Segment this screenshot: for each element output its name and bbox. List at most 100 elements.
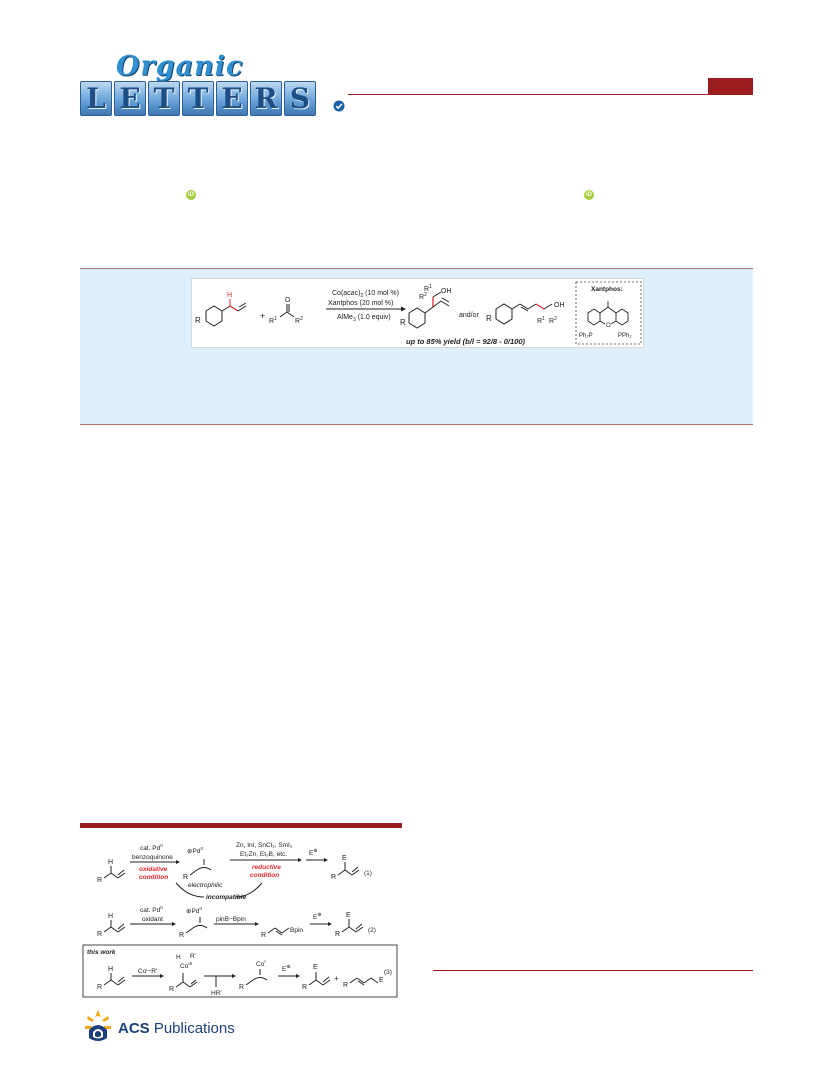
row2-electrophile: E⊕ <box>313 912 322 921</box>
linear-product-structure <box>495 303 553 325</box>
row3-arrow-2-head <box>232 974 236 978</box>
xantphos-ph2p: Ph₂P <box>579 333 593 339</box>
header-tab <box>708 78 753 94</box>
row3-plus: + <box>334 974 339 983</box>
row1-e: E <box>342 855 347 862</box>
row3-rprime: R' <box>190 953 196 960</box>
row3-hr: HR' <box>211 990 222 997</box>
acs-wordmark-bold: ACS <box>118 1020 150 1037</box>
row1-oxidative-label: oxidative <box>139 866 168 873</box>
toc-reagent-1: Co(acac)2 (10 mol %) <box>332 290 399 299</box>
logo-tile: E <box>216 81 248 116</box>
toc-r-label: R <box>486 314 492 323</box>
logo-tile: L <box>80 81 112 116</box>
toc-r1: R1 <box>537 316 545 325</box>
row3-r-2: R <box>169 986 174 993</box>
row2-reagent: pinB−Bpin <box>216 916 246 923</box>
row2-r-2: R <box>179 932 184 939</box>
row3-linear-product <box>349 977 379 986</box>
row1-h: H <box>108 859 113 866</box>
row1-incompatible-arrow-right <box>235 882 263 898</box>
row1-arrow-2-head <box>298 858 302 862</box>
row3-r-3: R <box>239 984 244 991</box>
header-rule <box>348 94 753 95</box>
figure-top-rule <box>80 823 402 828</box>
logo-tile: T <box>148 81 180 116</box>
row1-r: R <box>97 877 102 884</box>
xantphos-title: Xantphos: <box>591 286 623 293</box>
row1-eq: (1) <box>364 870 372 877</box>
row2-arrow-1-head <box>172 922 176 926</box>
figure-1-svg: H R cat. PdII benzoquinone oxidative con… <box>82 842 398 998</box>
row2-catalyst: cat. PdII <box>140 905 163 914</box>
row3-eq: (3) <box>384 969 392 976</box>
figure-1-scheme: H R cat. PdII benzoquinone oxidative con… <box>80 835 402 1000</box>
journal-logo: Organic L E T T E R S <box>80 51 332 120</box>
toc-reagent-3: AlMe3 (1.0 equiv) <box>337 314 391 323</box>
row2-arrow-2-head <box>255 922 259 926</box>
logo-tiles: L E T T E R S <box>80 81 316 116</box>
xantphos-box <box>575 281 642 345</box>
row1-electrophile: E⊕ <box>309 848 318 857</box>
logo-script: Organic <box>116 51 244 82</box>
acs-publications-logo-icon[interactable] <box>82 1008 114 1044</box>
row2-h: H <box>108 913 113 920</box>
row1-incompatible-arrow-left <box>175 882 205 898</box>
toc-oh: OH <box>441 288 452 295</box>
row1-reductants: Zn, InI, SnCl₂, SmI₂ <box>236 842 293 849</box>
row1-r-2: R <box>183 874 188 881</box>
row1-reductive-label: reductive <box>252 864 281 871</box>
ketone-structure <box>279 304 295 318</box>
logo-tile: R <box>250 81 282 116</box>
row3-electrophile: E⊕ <box>282 964 291 973</box>
row1-arrow-3-head <box>324 858 328 862</box>
toc-r-label: R <box>195 316 201 325</box>
acs-publications-wordmark[interactable]: ACS Publications <box>118 1020 235 1037</box>
row1-pd: ⊕PdII <box>187 846 203 855</box>
row1-r-3: R <box>331 874 336 881</box>
row1-catalyst: cat. PdII <box>140 843 163 852</box>
row3-co3: CoIII <box>180 961 192 970</box>
orcid-icon[interactable]: iD <box>584 190 594 200</box>
row3-branched-product <box>308 972 331 986</box>
row3-co-allyl <box>245 969 268 986</box>
row2-e: E <box>346 912 351 919</box>
row3-r-5: R <box>343 982 348 989</box>
toc-r2: R2 <box>419 292 427 301</box>
toc-oh: OH <box>554 302 565 309</box>
branched-product-structure <box>408 291 450 329</box>
row1-oxidant: benzoquinone <box>132 854 173 861</box>
row2-allyl-bpin <box>267 927 290 936</box>
xantphos-structure <box>587 301 629 326</box>
row2-r-4: R <box>335 931 340 938</box>
allylbenzene-structure <box>205 299 247 327</box>
row2-oxidant: oxidant <box>142 916 163 923</box>
row3-box <box>82 944 398 998</box>
row2-r-3: R <box>261 932 266 939</box>
toc-r1: R1 <box>269 316 277 325</box>
row2-substrate <box>103 920 126 933</box>
toc-r2: R2 <box>549 316 557 325</box>
toc-arrow-head <box>401 306 406 312</box>
row3-substrate <box>103 973 126 986</box>
row3-r-4: R <box>302 984 307 991</box>
toc-and-or: and/or <box>459 312 480 319</box>
row3-e: E <box>313 964 318 971</box>
row3-reagent: Coⁱ−R' <box>138 967 157 975</box>
right-column-rule <box>433 970 753 971</box>
row2-eq: (2) <box>368 927 376 934</box>
toc-h-label: H <box>227 292 232 299</box>
row1-product <box>337 862 360 876</box>
row2-product <box>341 919 364 933</box>
row3-label: this work <box>87 949 116 956</box>
toc-reagent-2: Xantphos (20 mol %) <box>328 300 393 307</box>
verified-check-icon[interactable] <box>333 100 345 112</box>
toc-r1: R1 <box>424 284 432 293</box>
row1-reductive-label-2: condition <box>250 872 279 879</box>
acs-wordmark-rest: Publications <box>149 1020 235 1037</box>
logo-tile: S <box>284 81 316 116</box>
row1-pd-allyl <box>189 859 212 876</box>
row3-h-2: H <box>176 954 181 961</box>
row1-electrophilic: electrophilic <box>188 882 223 889</box>
orcid-icon[interactable]: iD <box>186 190 196 200</box>
